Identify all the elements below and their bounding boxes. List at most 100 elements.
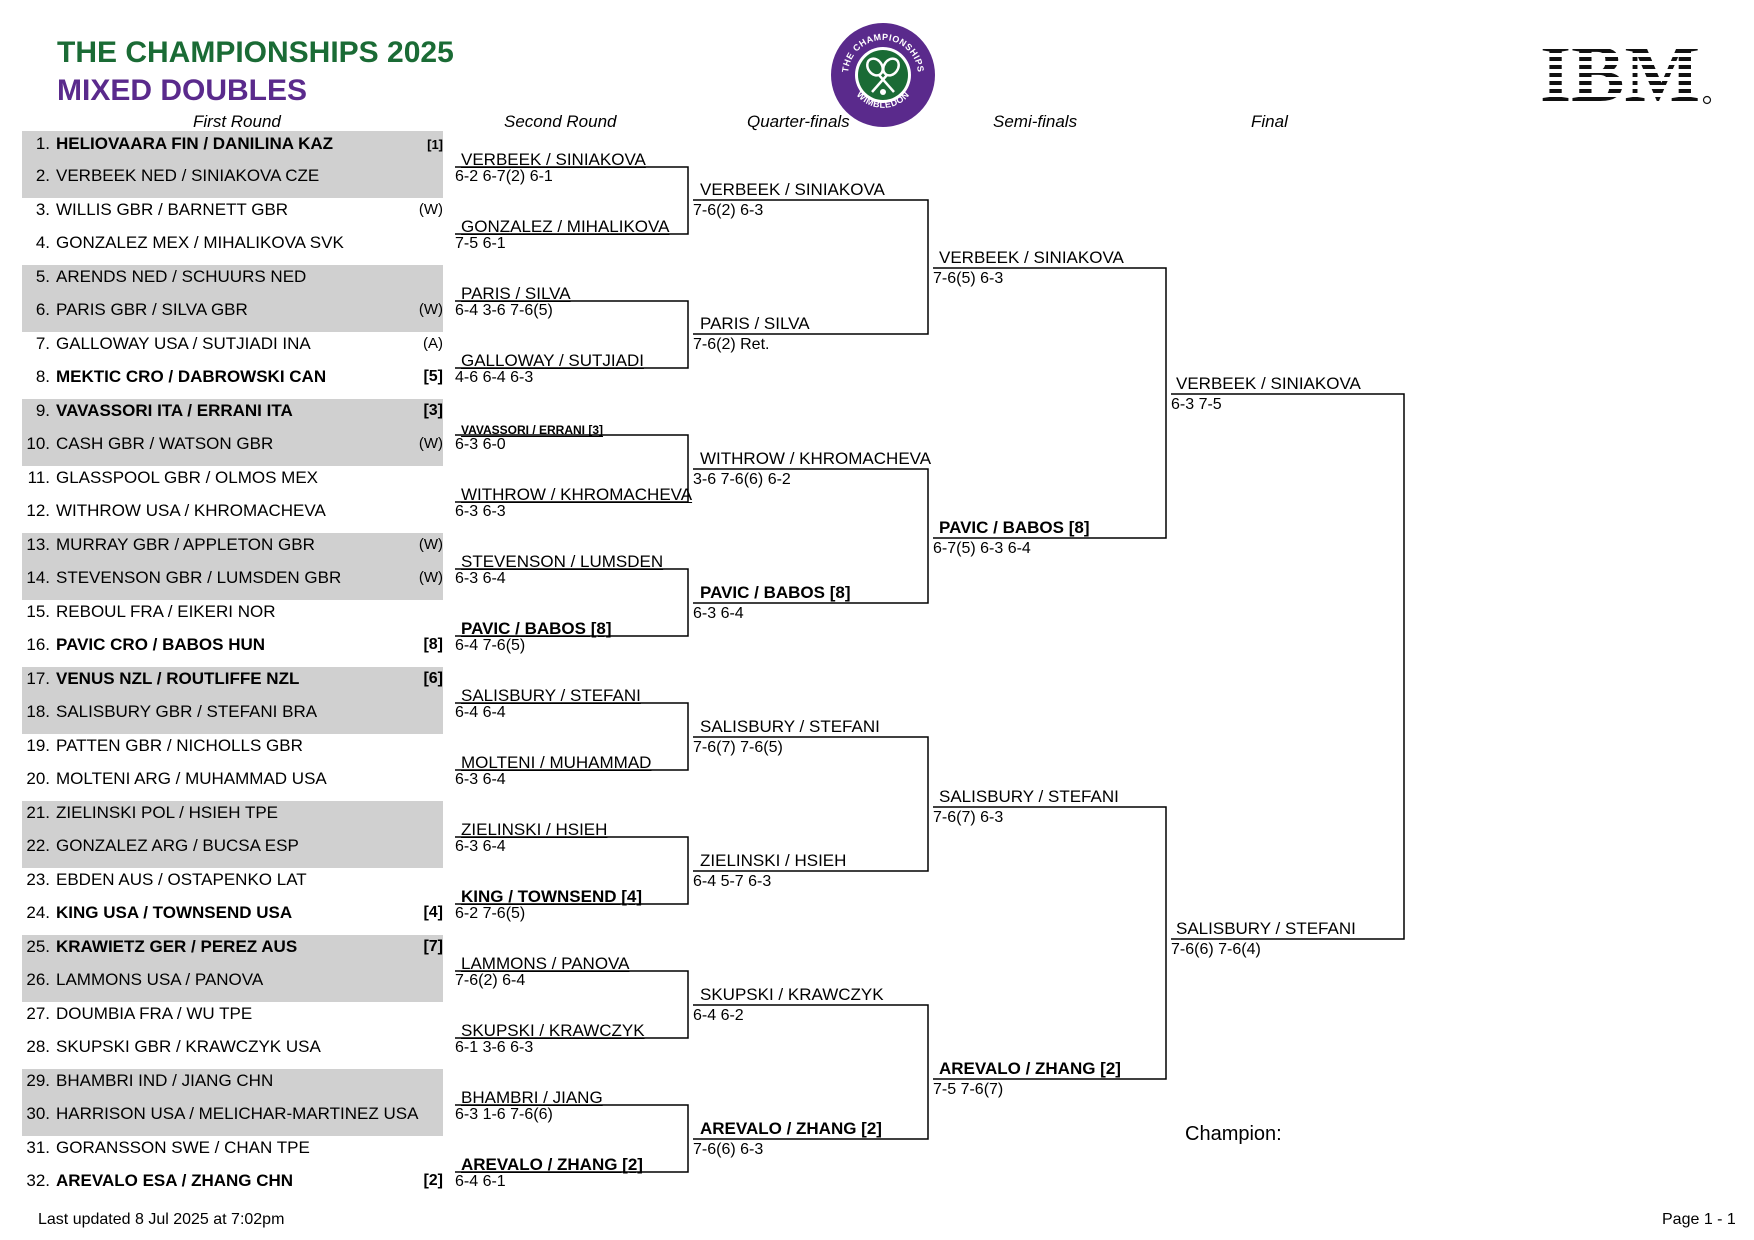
round-label-qf: Quarter-finals xyxy=(747,112,850,131)
r2-score: 7-5 6-1 xyxy=(455,235,506,252)
r2-winner: SALISBURY / STEFANI xyxy=(461,686,641,705)
qf-winner: VERBEEK / SINIAKOVA xyxy=(700,180,885,199)
last-updated: Last updated 8 Jul 2025 at 7:02pm xyxy=(38,1211,285,1228)
r2-winner: SKUPSKI / KRAWCZYK xyxy=(461,1021,645,1040)
shade-band xyxy=(22,533,443,600)
draw-entry: 15.REBOUL FRA / EIKERI NOR xyxy=(26,602,276,621)
round-label-second: Second Round xyxy=(504,112,617,131)
r2-score: 6-3 1-6 7-6(6) xyxy=(455,1106,553,1123)
qf-winner: SKUPSKI / KRAWCZYK xyxy=(700,985,884,1004)
draw-entry: 30.HARRISON USA / MELICHAR-MARTINEZ USA xyxy=(26,1104,419,1123)
r2-winner: AREVALO / ZHANG [2] xyxy=(461,1155,643,1174)
shade-band xyxy=(22,801,443,868)
draw-entry: 28.SKUPSKI GBR / KRAWCZYK USA xyxy=(26,1037,321,1056)
round-label-first: First Round xyxy=(193,112,281,131)
r2-score: 6-3 6-3 xyxy=(455,503,506,520)
r2-winner: BHAMBRI / JIANG xyxy=(461,1088,603,1107)
qf-score: 6-3 6-4 xyxy=(693,605,744,622)
sf-winner: SALISBURY / STEFANI xyxy=(939,787,1119,806)
r2-winner: MOLTENI / MUHAMMAD xyxy=(461,753,652,772)
shade-band xyxy=(22,399,443,466)
r2-score: 6-2 7-6(5) xyxy=(455,905,526,922)
shade-band xyxy=(22,1069,443,1136)
draw-entry: 24.KING USA / TOWNSEND USA[4] xyxy=(26,903,443,922)
r2-score: 4-6 6-4 6-3 xyxy=(455,369,534,386)
sf-score: 6-7(5) 6-3 6-4 xyxy=(933,540,1031,557)
r2-winner: ZIELINSKI / HSIEH xyxy=(461,820,608,839)
qf-score: 6-4 6-2 xyxy=(693,1007,744,1024)
r2-score: 6-2 6-7(2) 6-1 xyxy=(455,168,553,185)
round-label-final: Final xyxy=(1251,112,1288,131)
draw-entry: 21.ZIELINSKI POL / HSIEH TPE xyxy=(26,803,279,822)
draw-entry: 6.PARIS GBR / SILVA GBR(W) xyxy=(35,300,443,319)
qf-winner: WITHROW / KHROMACHEVA xyxy=(700,449,932,468)
r2-winner: GALLOWAY / SUTJIADI xyxy=(461,351,644,370)
draw-entry: 13.MURRAY GBR / APPLETON GBR(W) xyxy=(26,535,443,554)
qf-winner: ZIELINSKI / HSIEH xyxy=(700,851,847,870)
draw-entry: 1.HELIOVAARA FIN / DANILINA KAZ[1] xyxy=(35,134,443,153)
shade-band xyxy=(22,131,443,198)
page-title: THE CHAMPIONSHIPS 2025 xyxy=(57,36,454,69)
qf-score: 7-6(7) 7-6(5) xyxy=(693,739,783,756)
r2-score: 6-4 3-6 7-6(5) xyxy=(455,302,553,319)
draw-entry: 3.WILLIS GBR / BARNETT GBR(W) xyxy=(35,200,443,219)
draw-entry: 18.SALISBURY GBR / STEFANI BRA xyxy=(26,702,318,721)
qf-score: 7-6(2) 6-3 xyxy=(693,202,764,219)
shade-band xyxy=(22,935,443,1002)
r2-winner: KING / TOWNSEND [4] xyxy=(461,887,643,906)
final-winner: VERBEEK / SINIAKOVA xyxy=(1176,374,1361,393)
draw-entry: 5.ARENDS NED / SCHUURS NED xyxy=(35,267,307,286)
draw-entry: 10.CASH GBR / WATSON GBR(W) xyxy=(26,434,443,453)
qf-winner: SALISBURY / STEFANI xyxy=(700,717,880,736)
r2-score: 6-4 6-4 xyxy=(455,704,506,721)
qf-score: 3-6 7-6(6) 6-2 xyxy=(693,471,791,488)
sf-score: 7-6(7) 6-3 xyxy=(933,809,1004,826)
sf-winner: VERBEEK / SINIAKOVA xyxy=(939,248,1124,267)
draw-entry: 25.KRAWIETZ GER / PEREZ AUS[7] xyxy=(26,937,443,956)
qf-winner: PARIS / SILVA xyxy=(700,314,810,333)
r2-score: 6-3 6-4 xyxy=(455,570,506,587)
draw-entry: 14.STEVENSON GBR / LUMSDEN GBR(W) xyxy=(26,568,443,587)
r2-winner: PAVIC / BABOS [8] xyxy=(461,619,612,638)
draw-entry: 12.WITHROW USA / KHROMACHEVA xyxy=(26,501,326,520)
shade-band xyxy=(22,265,443,332)
svg-text:IBM: IBM xyxy=(1540,40,1700,106)
draw-entry: 26.LAMMONS USA / PANOVA xyxy=(26,970,264,989)
r2-winner: PARIS / SILVA xyxy=(461,284,571,303)
r2-winner: STEVENSON / LUMSDEN xyxy=(461,552,664,571)
draw-entry: 9.VAVASSORI ITA / ERRANI ITA[3] xyxy=(35,401,443,420)
qf-score: 6-4 5-7 6-3 xyxy=(693,873,772,890)
r2-score: 6-4 6-1 xyxy=(455,1173,506,1190)
draw-entry: 11.GLASSPOOL GBR / OLMOS MEX xyxy=(27,468,318,487)
draw-entry: 2.VERBEEK NED / SINIAKOVA CZE xyxy=(35,166,320,185)
r2-score: 6-3 6-4 xyxy=(455,838,506,855)
draw-entry: 23.EBDEN AUS / OSTAPENKO LAT xyxy=(26,870,307,889)
champion-label: Champion: xyxy=(1185,1123,1282,1145)
draw-entry: 17.VENUS NZL / ROUTLIFFE NZL[6] xyxy=(26,669,443,688)
draw-entry: 31.GORANSSON SWE / CHAN TPE xyxy=(26,1138,310,1157)
round-label-sf: Semi-finals xyxy=(993,112,1078,131)
qf-score: 7-6(6) 6-3 xyxy=(693,1141,764,1158)
draw-entry: 20.MOLTENI ARG / MUHAMMAD USA xyxy=(26,769,327,788)
r2-winner: GONZALEZ / MIHALIKOVA xyxy=(461,217,670,236)
event-subtitle: MIXED DOUBLES xyxy=(57,74,308,107)
r2-winner: VAVASSORI / ERRANI [3] xyxy=(461,423,604,437)
page-number: Page 1 - 1 xyxy=(1662,1211,1736,1228)
wimbledon-logo: THE CHAMPIONSHIPS WIMBLEDON xyxy=(831,23,935,127)
r2-score: 6-4 7-6(5) xyxy=(455,637,526,654)
shade-band xyxy=(22,667,443,734)
r2-winner: VERBEEK / SINIAKOVA xyxy=(461,150,646,169)
r2-winner: LAMMONS / PANOVA xyxy=(461,954,630,973)
r2-score: 6-3 6-4 xyxy=(455,771,506,788)
sf-score: 7-6(5) 6-3 xyxy=(933,270,1004,287)
r2-score: 6-1 3-6 6-3 xyxy=(455,1039,534,1056)
r2-winner: WITHROW / KHROMACHEVA xyxy=(461,485,693,504)
draw-entry: 29.BHAMBRI IND / JIANG CHN xyxy=(26,1071,274,1090)
r2-score: 7-6(2) 6-4 xyxy=(455,972,526,989)
draw-entry: 27.DOUMBIA FRA / WU TPE xyxy=(26,1004,253,1023)
draw-entry: 7.GALLOWAY USA / SUTJIADI INA(A) xyxy=(35,334,443,353)
draw-entry: 16.PAVIC CRO / BABOS HUN[8] xyxy=(26,635,443,654)
qf-winner: PAVIC / BABOS [8] xyxy=(700,583,851,602)
draw-entry: 4.GONZALEZ MEX / MIHALIKOVA SVK xyxy=(35,233,344,252)
